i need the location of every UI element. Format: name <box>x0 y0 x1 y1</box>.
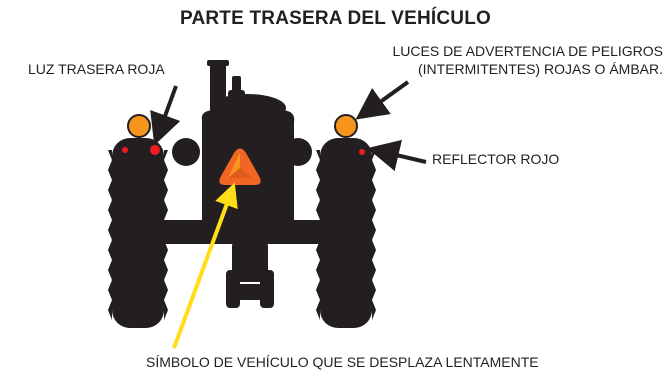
label-red-tail-light: LUZ TRASERA ROJA <box>28 61 165 77</box>
left-rear-wheel <box>108 138 168 328</box>
arrow-smv-symbol <box>172 182 238 349</box>
label-hazard-lights-line2: (INTERMITENTES) ROJAS O ÁMBAR. <box>417 61 663 77</box>
label-red-reflector: REFLECTOR ROJO <box>432 151 560 167</box>
right-red-reflector <box>359 149 365 155</box>
arrow-red-tail-light <box>150 85 181 146</box>
left-hazard-light <box>127 114 151 138</box>
label-smv-symbol: SÍMBOLO DE VEHÍCULO QUE SE DESPLAZA LENT… <box>146 354 539 370</box>
left-red-reflector <box>122 147 128 153</box>
arrow-red-reflector <box>367 139 427 172</box>
label-hazard-lights-line1: LUCES DE ADVERTENCIA DE PELIGROS <box>392 43 664 59</box>
right-rear-wheel <box>316 138 376 328</box>
diagram-title: PARTE TRASERA DEL VEHÍCULO <box>180 8 491 29</box>
arrow-hazard-lights <box>355 80 410 120</box>
smv-triangle-emblem <box>219 148 261 185</box>
right-hazard-light <box>334 114 358 138</box>
left-red-tail-light <box>150 145 160 155</box>
